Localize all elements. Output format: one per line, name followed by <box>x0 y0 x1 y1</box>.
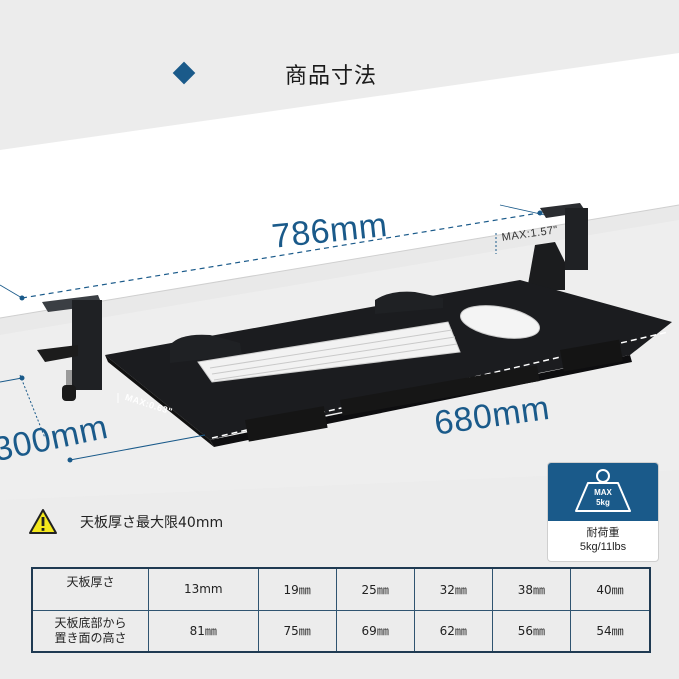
table-cell: 25㎜ <box>335 567 415 611</box>
badge-icon-line1: MAX <box>594 488 612 497</box>
table-cell: 13mm <box>148 567 259 611</box>
badge-icon-line2: 5kg <box>596 498 610 507</box>
row-header-height: 天板底部から 置き面の高さ <box>31 609 149 653</box>
warning-triangle-icon <box>29 509 57 534</box>
table-cell: 75㎜ <box>257 609 337 653</box>
row-header-line2: 置き面の高さ <box>54 630 127 645</box>
table-cell: 81㎜ <box>148 609 259 653</box>
warning-text: 天板厚さ最大限40mm <box>80 514 224 531</box>
table-cell: 54㎜ <box>569 609 651 653</box>
weight-icon <box>575 469 631 512</box>
keyboard <box>197 321 461 383</box>
table-cell: 38㎜ <box>491 567 571 611</box>
table-cell: 69㎜ <box>335 609 415 653</box>
table-cell: 32㎜ <box>413 567 493 611</box>
row-header-line1: 天板底部から <box>54 615 127 630</box>
table-cell: 19㎜ <box>257 567 337 611</box>
badge-value: 5kg/11lbs <box>579 541 627 553</box>
spec-table: 天板厚さ 13mm 19㎜ 25㎜ 32㎜ 38㎜ 40㎜ 天板底部から 置き面… <box>31 567 651 653</box>
desk-edge <box>0 205 679 335</box>
mouse <box>460 305 540 339</box>
table-cell: 40㎜ <box>569 567 651 611</box>
table-row: 天板厚さ 13mm 19㎜ 25㎜ 32㎜ 38㎜ 40㎜ <box>31 567 651 611</box>
row-header-thickness: 天板厚さ <box>31 567 149 611</box>
table-cell: 62㎜ <box>413 609 493 653</box>
badge-label: 耐荷重 <box>586 526 620 539</box>
desk-top <box>0 53 679 318</box>
warning-note: 天板厚さ最大限40mm <box>28 508 223 535</box>
page-title: 商品寸法 <box>285 64 378 89</box>
table-cell: 56㎜ <box>491 609 571 653</box>
load-capacity-badge: MAX 5kg 耐荷重 5kg/11lbs <box>547 462 659 562</box>
table-row: 天板底部から 置き面の高さ 81㎜ 75㎜ 69㎜ 62㎜ 56㎜ 54㎜ <box>31 609 651 653</box>
